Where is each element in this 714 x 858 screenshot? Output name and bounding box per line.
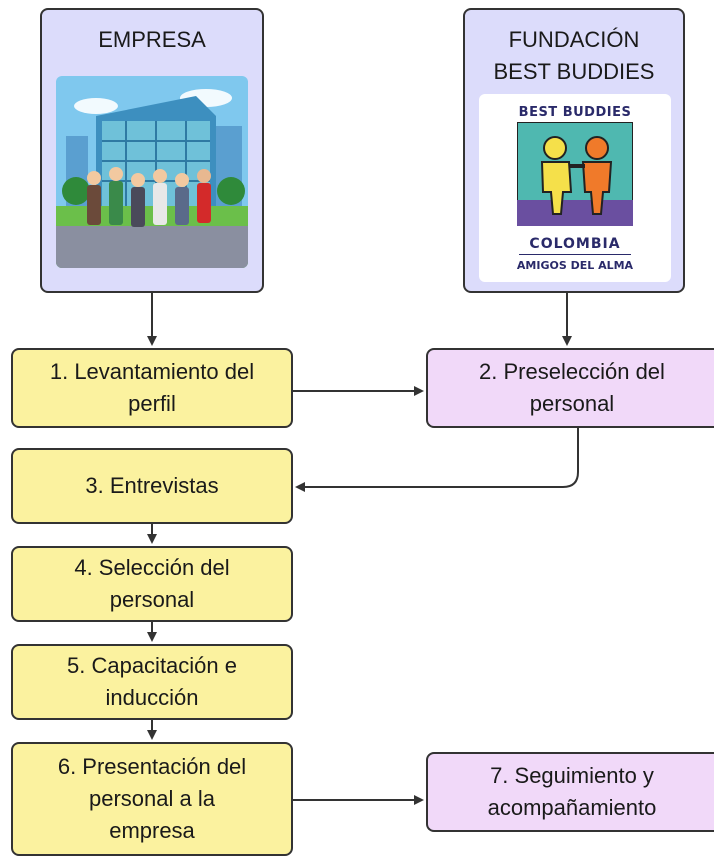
fundacion-title: FUNDACIÓN BEST BUDDIES bbox=[465, 24, 683, 88]
step-3-entrevistas: 3. Entrevistas bbox=[11, 448, 293, 524]
step-3-line1: 3. Entrevistas bbox=[85, 473, 219, 499]
step-5-line1: 5. Capacitación e bbox=[67, 653, 237, 679]
logo-top-text: BEST BUDDIES bbox=[518, 105, 632, 120]
step-4-line2: personal bbox=[109, 587, 195, 612]
fundacion-header: FUNDACIÓN BEST BUDDIES BEST BUDDIES COLO… bbox=[463, 8, 685, 293]
step-6-line3: empresa bbox=[109, 817, 195, 843]
step-7-line1: 7. Seguimiento y bbox=[490, 763, 654, 789]
empresa-title: EMPRESA bbox=[98, 27, 206, 52]
fundacion-title-line1: FUNDACIÓN bbox=[508, 27, 640, 52]
arrow-step2-to-step3 bbox=[295, 428, 579, 492]
office-building-illustration bbox=[56, 76, 248, 268]
logo-tagline: AMIGOS DEL ALMA bbox=[516, 259, 634, 272]
step-7-line2: acompañamiento bbox=[487, 795, 657, 820]
step-1-line2: perfil bbox=[128, 391, 176, 416]
logo-country: COLOMBIA bbox=[529, 236, 621, 252]
step-2-preseleccion: 2. Preselección del personal bbox=[426, 348, 714, 428]
step-1-line1: 1. Levantamiento del bbox=[49, 359, 255, 385]
step-5-capacitacion: 5. Capacitación e inducción bbox=[11, 644, 293, 720]
fundacion-title-line2: BEST BUDDIES bbox=[493, 58, 655, 84]
logo-divider bbox=[519, 254, 631, 255]
step-4-line1: 4. Selección del bbox=[74, 555, 230, 581]
step-2-line1: 2. Preselección del bbox=[479, 359, 665, 385]
step-6-line1: 6. Presentación del bbox=[57, 754, 247, 780]
step-2-line2: personal bbox=[529, 391, 615, 416]
buddies-figures-icon bbox=[517, 122, 633, 226]
empresa-header: EMPRESA bbox=[40, 8, 264, 293]
step-6-line2: personal a la bbox=[89, 786, 215, 812]
step-4-seleccion: 4. Selección del personal bbox=[11, 546, 293, 622]
best-buddies-logo: BEST BUDDIES COLOMBIA AMIGOS DEL ALMA bbox=[479, 94, 671, 282]
step-5-line2: inducción bbox=[105, 685, 199, 710]
step-7-seguimiento: 7. Seguimiento y acompañamiento bbox=[426, 752, 714, 832]
step-6-presentacion: 6. Presentación del personal a la empres… bbox=[11, 742, 293, 856]
step-1-levantamiento: 1. Levantamiento del perfil bbox=[11, 348, 293, 428]
